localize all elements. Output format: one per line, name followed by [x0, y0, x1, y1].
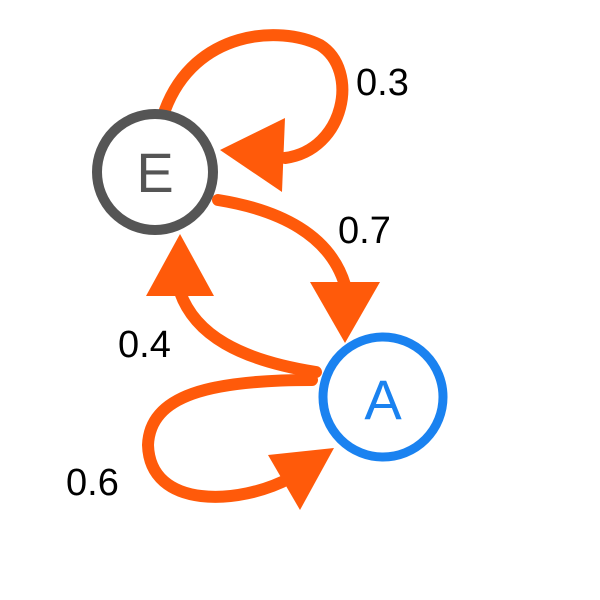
- node-e: E: [92, 109, 218, 235]
- edge-label-e-to-e: 0.3: [356, 62, 409, 104]
- edge-a-to-a-line: [141, 374, 318, 503]
- edge-a-to-a: [141, 374, 334, 510]
- edge-e-to-a-arrowhead: [310, 282, 380, 343]
- node-a: A: [318, 332, 448, 462]
- edge-a-to-e: [146, 234, 322, 378]
- node-a-circle: [318, 332, 448, 462]
- node-a-label: A: [364, 368, 402, 431]
- edge-e-to-e-line: [159, 29, 349, 164]
- edge-a-to-a-arrowhead: [268, 448, 334, 510]
- edge-a-to-e-arrowhead: [146, 234, 214, 296]
- edge-label-a-to-a: 0.6: [66, 462, 119, 504]
- node-e-circle: [92, 109, 218, 235]
- edge-e-to-a: [212, 194, 380, 343]
- edge-e-to-a-line: [212, 194, 351, 291]
- edge-e-to-e: [159, 29, 349, 192]
- edge-a-to-e-line: [174, 286, 322, 378]
- edge-label-e-to-a: 0.7: [338, 210, 391, 252]
- node-e-label: E: [136, 141, 173, 204]
- edge-label-a-to-e: 0.4: [118, 324, 171, 366]
- edge-e-to-e-arrowhead: [220, 118, 285, 192]
